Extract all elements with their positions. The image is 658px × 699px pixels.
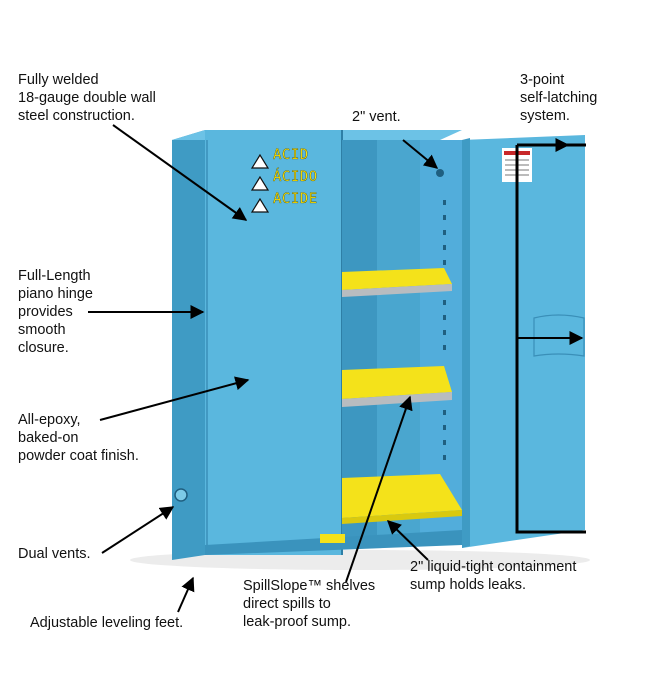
hazard-label-acide: ACIDE bbox=[273, 191, 318, 207]
callout-spillslope: SpillSlope™ shelves direct spills to lea… bbox=[243, 578, 376, 630]
right-door bbox=[462, 135, 585, 548]
callout-dual-vents: Dual vents. bbox=[18, 546, 91, 562]
latch-rod bbox=[515, 145, 586, 534]
callout-welded: Fully welded 18-gauge double wall steel … bbox=[18, 72, 156, 124]
interior-vent bbox=[436, 169, 444, 177]
warning-triangle-icon bbox=[250, 153, 270, 213]
shelf-adjustment-holes bbox=[443, 200, 446, 460]
door-handle-recess bbox=[533, 314, 585, 357]
callout-hinge: Full-Length piano hinge provides smooth … bbox=[18, 268, 93, 356]
left-door bbox=[205, 130, 342, 555]
callout-sump: 2" liquid-tight containment sump holds l… bbox=[410, 559, 577, 593]
callout-arrows bbox=[88, 124, 584, 613]
callout-epoxy: All-epoxy, baked-on powder coat finish. bbox=[18, 412, 139, 464]
cabinet-side-panel bbox=[172, 130, 205, 560]
side-vent bbox=[174, 488, 188, 502]
hazard-label-acido: ÁCIDO bbox=[273, 169, 318, 185]
base-label bbox=[320, 534, 345, 543]
middle-shelf bbox=[342, 366, 452, 407]
upper-shelf bbox=[342, 268, 452, 297]
callout-leveling-feet: Adjustable leveling feet. bbox=[30, 615, 184, 631]
bottom-sump bbox=[342, 474, 462, 524]
hazard-label-acid: ACID bbox=[273, 147, 309, 163]
callout-latch: 3-point self-latching system. bbox=[520, 72, 598, 124]
callout-vent: 2" vent. bbox=[352, 109, 401, 125]
